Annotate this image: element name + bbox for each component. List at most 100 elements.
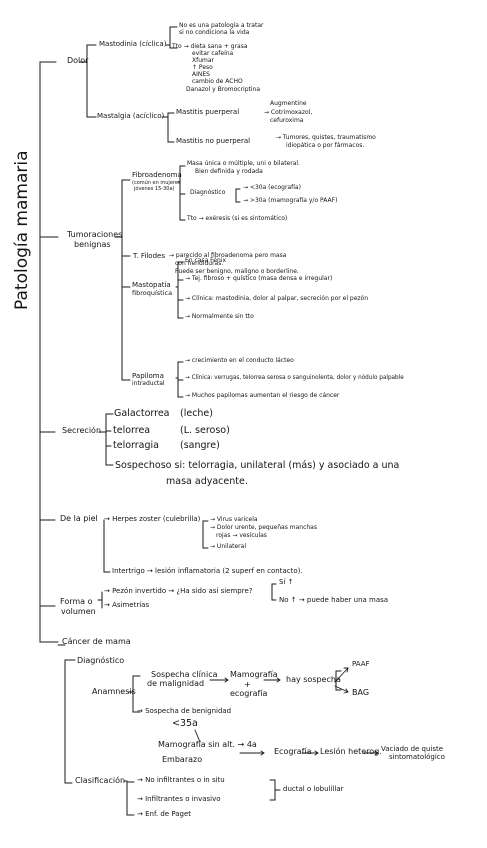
- fibroadenoma-tto: Tto → exéresis (si es sintomático): [187, 215, 288, 222]
- mamografia: Mamografía: [230, 670, 278, 679]
- vaciado-2: sintomatológico: [389, 753, 445, 761]
- papiloma-brace: [175, 361, 184, 398]
- clasif-no-infiltrantes: → No infiltrantes o in situ: [137, 776, 225, 784]
- ecografia-combo: ecografía: [230, 689, 268, 698]
- intertrigo: Intertrigo → lesión inflamatoria (2 supe…: [112, 567, 303, 575]
- anamnesis-label: Anamnesis: [92, 687, 136, 696]
- diag-brace: [235, 188, 241, 203]
- diag-under-30: → <30a (ecografía): [243, 184, 301, 191]
- plus-sign: +: [244, 680, 251, 689]
- fibroadenoma-desc-2: Bien definida y rodada: [195, 168, 263, 175]
- mastitis-no-puerperal: Mastitis no puerperal: [176, 137, 251, 145]
- sospechoso-2: masa adyacente.: [166, 476, 248, 487]
- clasif-brace: [123, 780, 135, 816]
- piel-label: De la piel: [60, 514, 98, 523]
- mamografia-sin-alt: Mamografía sin alt. → 4a: [158, 740, 257, 749]
- mastodinia-note-2: si no condiciona la vida: [179, 29, 250, 36]
- puerperal-drug-3: cefuroxima: [270, 117, 304, 124]
- fibroadenoma-sub-1: (común en mujeres: [132, 180, 181, 186]
- arrow-lesion: [301, 750, 319, 756]
- filodes-desc-2: con hendiduras.: [175, 260, 224, 267]
- herpes-zoster: → Herpes zoster (culebrilla): [104, 515, 201, 523]
- telorrea: telorrea: [113, 425, 151, 436]
- mastopatia-item-4: → Normalmente sin tto: [185, 313, 254, 320]
- vaciado-1: Vaciado de quiste: [381, 745, 444, 753]
- clasif-paget: → Enf. de Paget: [137, 810, 192, 818]
- galactorrea-note: (leche): [180, 408, 213, 419]
- sospecha-clinica-1: Sospecha clínica: [151, 670, 218, 679]
- cancer-brace: [57, 644, 76, 784]
- tto-item-5: cambio de ACHO: [192, 78, 243, 85]
- mastodinia-tto: Tto → dieta sana + grasa: [172, 43, 248, 50]
- forma-label-1: Forma o: [60, 597, 93, 606]
- mastodinia-brace: [165, 26, 178, 49]
- papiloma-item-2: → Clínica: verrugas, telorrea serosa o s…: [185, 375, 404, 381]
- sospechoso-1: Sospechoso si: telorragia, unilateral (m…: [115, 460, 400, 471]
- herpes-item-2: → Dolor urente, pequeñas manchas: [210, 524, 317, 531]
- arrow-benig-down: [194, 729, 201, 743]
- mastopatia-item-3: → Clínica: mastodinia, dolor al palpar, …: [185, 295, 369, 302]
- mastalgia-label: Mastalgia (acíclico): [97, 112, 165, 120]
- filodes-desc-3: Puede ser benigno, maligno o borderline.: [175, 268, 299, 275]
- secrecion-brace: [98, 413, 114, 466]
- herpes-item-3: rojas → vesículas: [216, 532, 267, 539]
- tto-item-4: AINES: [192, 71, 210, 78]
- lesion-heterog: Lesión heterog.: [320, 747, 382, 756]
- hay-sospecha: hay sospecha: [286, 675, 341, 684]
- papiloma-item-1: → crecimiento en el conducto lácteo: [185, 357, 294, 364]
- mastopatia-label-2: fibroquística: [132, 289, 173, 297]
- no-puerperal-causes-2: idiopática o por fármacos.: [286, 142, 365, 149]
- no-puerperal-causes-1: → Tumores, quistes, traumatismo: [276, 134, 376, 141]
- piel-brace: [103, 519, 111, 573]
- mastalgia-brace: [161, 112, 175, 143]
- sospecha-clinica-2: de malignidad: [147, 679, 205, 688]
- clasif-infiltrantes: → Infiltrantes o invasivo: [137, 795, 221, 803]
- puerperal-drug-1: Augmentine: [270, 100, 307, 107]
- filodes-label: T. Filodes: [133, 252, 165, 260]
- telorragia: telorragia: [113, 440, 159, 451]
- galactorrea: Galactorrea: [114, 408, 170, 419]
- fibroadenoma-brace: [177, 165, 186, 221]
- respuesta-no: No ↑ → puede haber una masa: [279, 596, 389, 604]
- dolor-label: Dolor: [67, 56, 89, 65]
- mastopatia-item-2: → Tej. fibroso + quístico (masa densa e …: [185, 275, 333, 282]
- forma-label-2: volumen: [61, 607, 96, 616]
- telorrea-note: (L. seroso): [180, 425, 230, 436]
- paaf: PAAF: [352, 660, 370, 668]
- tto-item-3: ↑ Peso: [192, 64, 213, 71]
- arrow-vaciado: [363, 750, 379, 756]
- secrecion-label: Secreción: [62, 426, 102, 435]
- arrow-hay-bag: [334, 685, 349, 694]
- arrow-mamo-hay: [263, 677, 281, 683]
- tumoraciones-label-1: Tumoraciones: [67, 230, 123, 239]
- respuesta-si: Sí ↑: [279, 578, 294, 586]
- tto-item-1: evitar cafeína: [192, 50, 234, 57]
- main-brace: [39, 61, 59, 643]
- tumoraciones-brace: [114, 179, 131, 381]
- arrow-sosp-mamo: [209, 677, 229, 683]
- puerperal-drug-2: → Cotrimoxazol,: [264, 109, 313, 116]
- herpes-item-1: → Virus varicela: [210, 516, 258, 523]
- anamnesis-brace: [127, 675, 141, 713]
- herpes-item-4: → Unilateral: [210, 543, 246, 550]
- diagnostico-label: Diagnóstico: [77, 656, 125, 665]
- papiloma-label-2: intraductal: [132, 380, 165, 387]
- clasificacion-label: Clasificación: [75, 776, 126, 785]
- sospecha-benignidad: → Sospecha de benignidad: [137, 707, 232, 715]
- tto-item-2: Xfumar: [192, 57, 215, 64]
- ductal-brace: [269, 779, 281, 801]
- mastodinia-label: Mastodinia (cíclica): [99, 40, 167, 48]
- filodes-desc-1: → parecido al fibroadenoma pero masa: [169, 252, 287, 259]
- ecografia-benig: Ecografía: [274, 747, 312, 756]
- arrow-eco: [239, 750, 265, 756]
- herpes-brace: [202, 520, 209, 549]
- bag: BAG: [352, 688, 370, 697]
- fibroadenoma-desc-1: Masa única o múltiple, uni o bilateral.: [187, 160, 300, 167]
- tumoraciones-label-2: benignas: [74, 240, 111, 249]
- pezon-invertido: → Pezón invertido → ¿Ha sido así siempre…: [104, 587, 253, 595]
- tto-item-6: Danazol y Bromocriptina: [186, 86, 261, 93]
- diag-over-30: → >30a (mamografía y/o PAAF): [243, 197, 338, 204]
- arrow-hay-paaf: [334, 667, 349, 683]
